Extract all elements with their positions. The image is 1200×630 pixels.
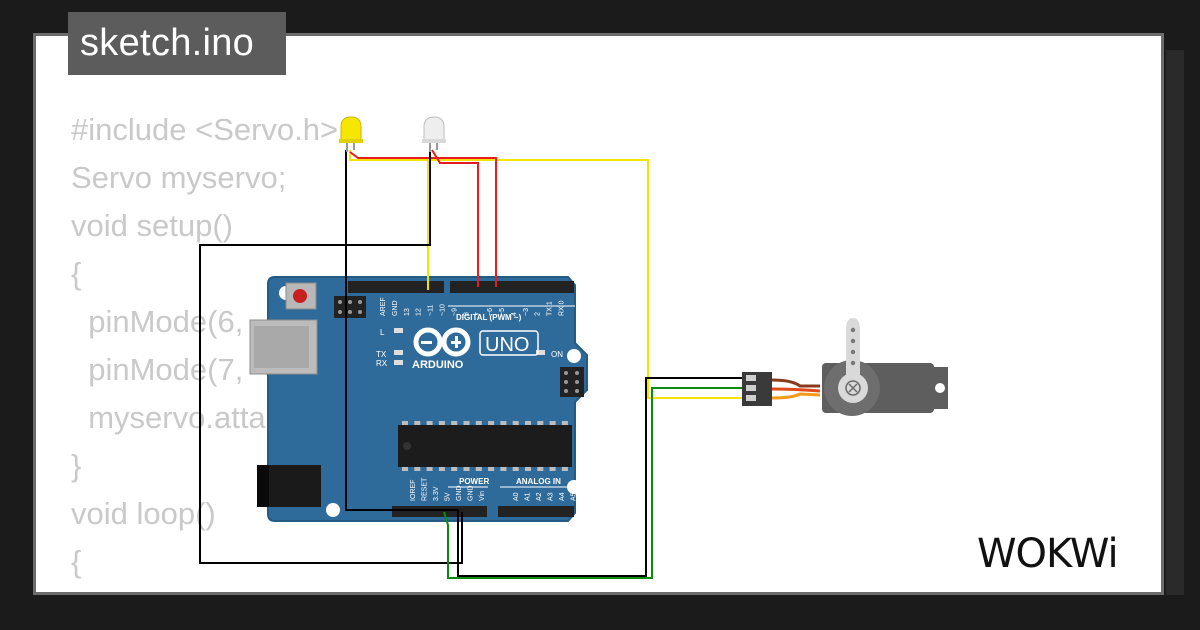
usb-port	[249, 319, 318, 375]
pin-label: 3.3V	[433, 486, 440, 501]
pin-label: 13	[404, 308, 411, 316]
power-pin-labels: IOREF RESET 3.3V 5V GND GND Vin	[410, 477, 486, 501]
analog-pin-labels: A0 A1 A2 A3 A4 A5	[513, 492, 578, 501]
wokwi-logo: WOKWi	[977, 531, 1119, 577]
wire-green-5v-to-servo	[443, 387, 744, 579]
analog-header[interactable]	[498, 506, 574, 517]
power-header-label: POWER	[459, 477, 489, 486]
pin-label: ~9	[451, 308, 458, 316]
pin-label: ~10	[440, 304, 447, 316]
power-header[interactable]	[392, 506, 487, 517]
project-preview-card: #include <Servo.h> Servo myservo; void s…	[33, 33, 1164, 595]
pin-label: 5V	[445, 492, 452, 501]
pin-label: 7	[475, 312, 482, 316]
arduino-infinity-logo	[413, 327, 471, 357]
pin-label: A5	[571, 492, 578, 501]
label-tx: TX	[376, 350, 387, 359]
pin-label: A1	[525, 492, 532, 501]
digital-header-label: DIGITAL (PWM ~)	[456, 313, 522, 322]
pin-label: ~5	[499, 308, 506, 316]
led-white[interactable]	[422, 116, 446, 152]
wire-red-led2	[431, 149, 479, 287]
pin-label: ~6	[487, 308, 494, 316]
code-line: {	[71, 544, 82, 579]
pin-label: GND	[392, 300, 399, 316]
pin-label: Vin	[479, 491, 486, 501]
pin-label: RX 0	[559, 300, 566, 316]
power-jack	[257, 465, 321, 507]
pin-label: IOREF	[410, 480, 417, 501]
led-tx	[394, 350, 403, 355]
board-model: UNO	[485, 334, 529, 356]
reset-button[interactable]	[285, 282, 317, 310]
mount-hole	[326, 503, 340, 517]
label-on: ON	[551, 350, 563, 359]
wire-black-led2-gnd	[199, 150, 463, 564]
servo-screw-icon	[845, 380, 861, 396]
code-listing: #include <Servo.h> Servo myservo; void s…	[71, 106, 382, 592]
pin-label: TX 1	[547, 301, 554, 316]
wire-yellow-to-servo-signal	[430, 159, 744, 399]
sketch-filename-tab[interactable]: sketch.ino	[68, 12, 286, 75]
digital-header[interactable]	[348, 281, 574, 293]
label-l: L	[380, 328, 385, 337]
uno-badge	[479, 330, 539, 356]
code-line: pinMode(7,	[71, 352, 244, 387]
led-on	[536, 350, 545, 355]
arduino-uno-board[interactable]: AREF GND 13 12 ~11 ~10 ~9 8 7 ~6 ~5 4 ~3 2 TX 1 RX 0 DI…	[249, 276, 588, 522]
pin-label: AREF	[380, 297, 387, 316]
servo-motor[interactable]	[742, 318, 948, 416]
pin-label: ~3	[523, 308, 530, 316]
code-line: }	[71, 448, 82, 483]
pin-label: GND	[456, 485, 463, 501]
code-line: Servo myservo;	[71, 160, 287, 195]
atmega-chip	[398, 421, 572, 471]
pin-label: A2	[536, 492, 543, 501]
wire-black-led1-gnd	[345, 150, 744, 577]
card-shadow-strip	[1166, 50, 1184, 595]
led-rx	[394, 360, 403, 365]
pin-label: 8	[463, 312, 470, 316]
pin-label: 4	[511, 312, 518, 316]
pin-label: A0	[513, 492, 520, 501]
led-yellow[interactable]	[339, 116, 363, 152]
pin-label: A3	[548, 492, 555, 501]
code-line: pinMode(6,	[71, 304, 244, 339]
pin-label: A4	[559, 492, 566, 501]
icsp-header-right	[560, 367, 584, 397]
code-line: {	[71, 256, 82, 291]
code-line: void setup()	[71, 208, 233, 243]
pin-label: RESET	[422, 477, 429, 501]
board-brand: ARDUINO	[412, 359, 464, 371]
icsp-header	[334, 296, 366, 318]
code-line: #include <Servo.h>	[71, 112, 339, 147]
led-l	[394, 328, 403, 333]
wire-yellow-led-to-pin12	[349, 150, 429, 290]
pin-label: 12	[416, 308, 423, 316]
label-rx: RX	[376, 359, 388, 368]
digital-pin-labels: AREF GND 13 12 ~11 ~10 ~9 8 7 ~6 ~5 4 ~3 2 TX 1 RX 0	[380, 297, 566, 316]
analog-header-label: ANALOG IN	[516, 477, 561, 486]
wire-red-led1	[349, 151, 497, 287]
wokwi-logo-text: WOKWi	[977, 531, 1118, 577]
code-line: myservo.atta	[71, 400, 266, 435]
pin-label: GND	[468, 485, 475, 501]
wires	[199, 149, 744, 579]
pin-label: ~11	[428, 305, 435, 316]
pin-label: 2	[535, 312, 542, 316]
mount-hole	[567, 349, 581, 363]
code-line: void loop()	[71, 496, 216, 531]
